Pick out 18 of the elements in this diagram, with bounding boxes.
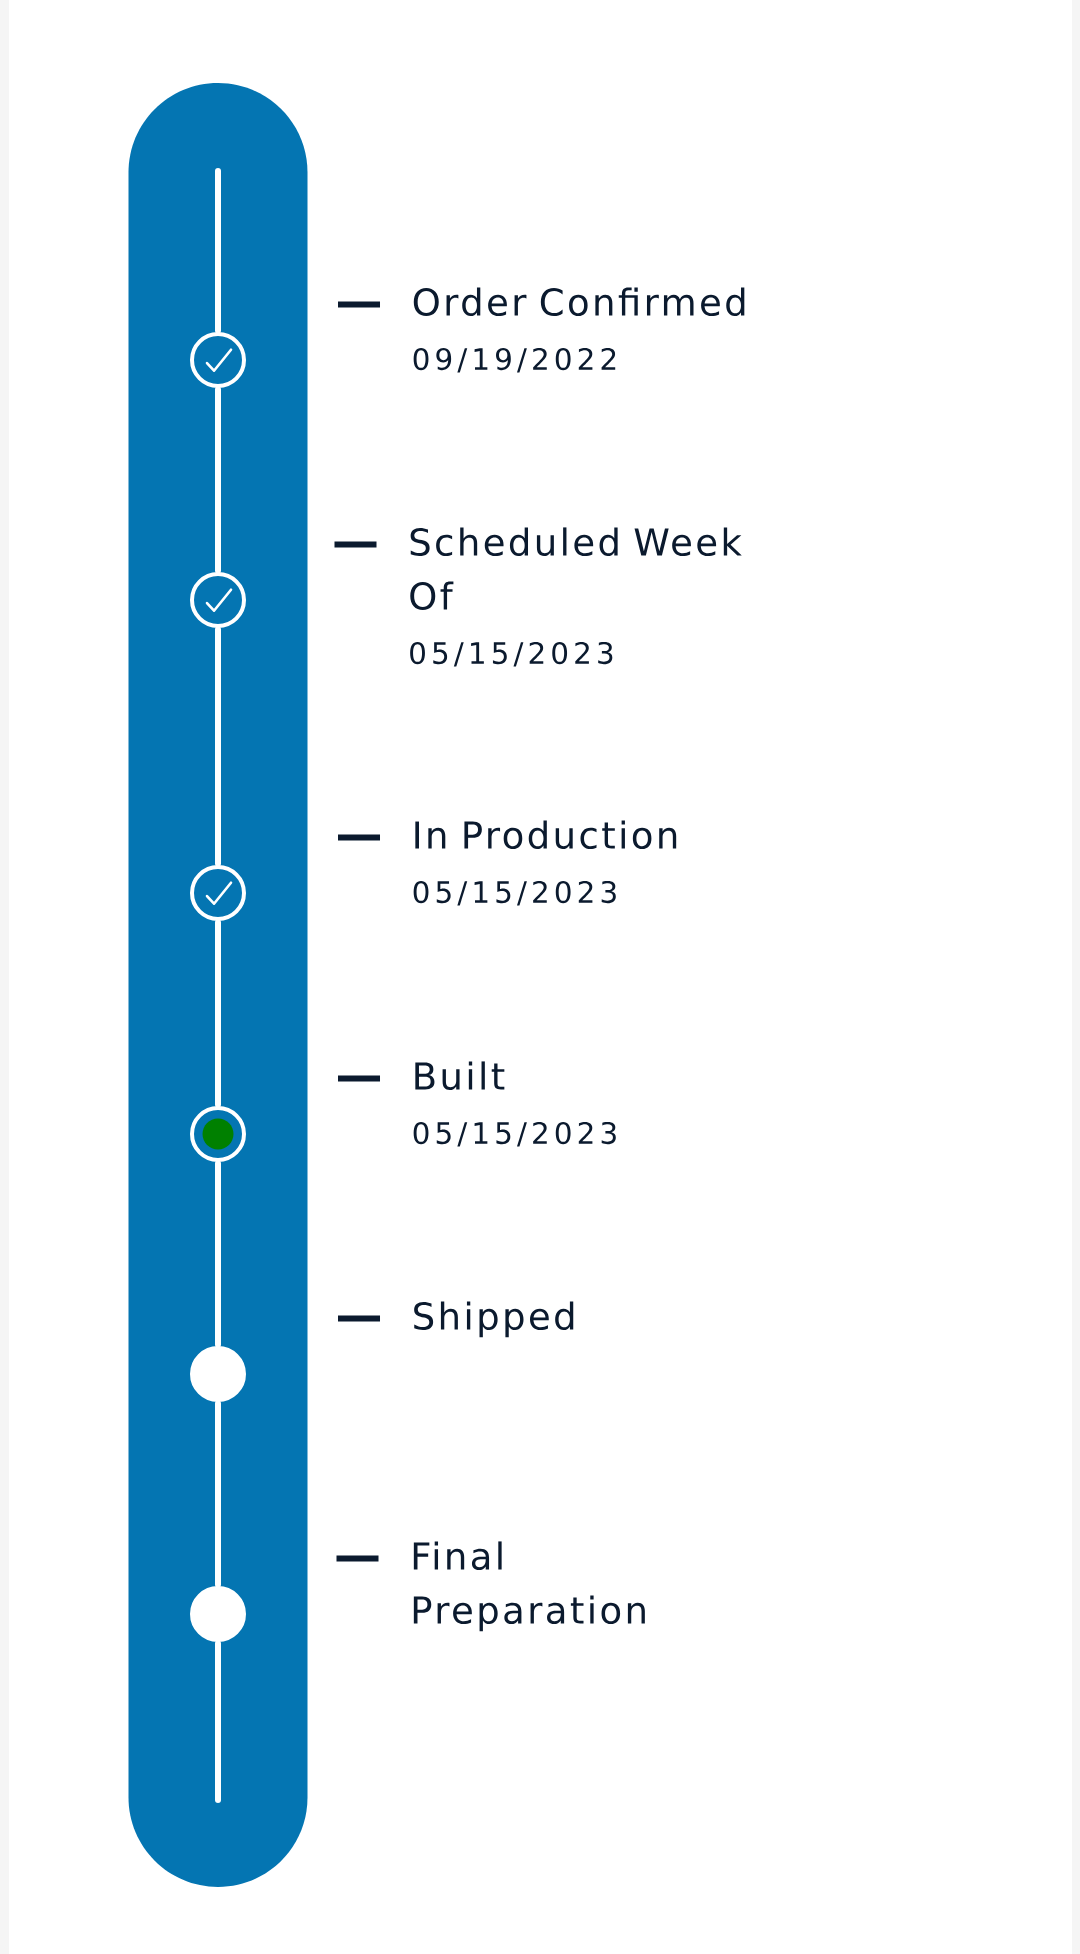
step-title: In Production [415, 820, 677, 850]
step-date: 05/15/2023 [410, 641, 613, 667]
step-date: 09/19/2022 [413, 347, 616, 373]
timeline-line [215, 386, 221, 574]
step-date: 05/15/2023 [413, 880, 616, 906]
timeline-bar [128, 83, 308, 1887]
timeline-line [215, 1160, 221, 1348]
step-title: Scheduled Week Of [410, 527, 742, 611]
timeline-line [215, 626, 221, 867]
step-title: Final Preparation [413, 1541, 645, 1632]
step-title: Shipped [414, 1301, 574, 1338]
step-title: Built [415, 1061, 505, 1091]
step-date: 05/15/2023 [413, 1121, 616, 1147]
timeline-line [215, 1640, 221, 1803]
timeline-line [215, 168, 221, 334]
step-title: Order Confirmed [413, 287, 745, 316]
timeline-line [215, 919, 221, 1108]
timeline-line [215, 1400, 221, 1588]
